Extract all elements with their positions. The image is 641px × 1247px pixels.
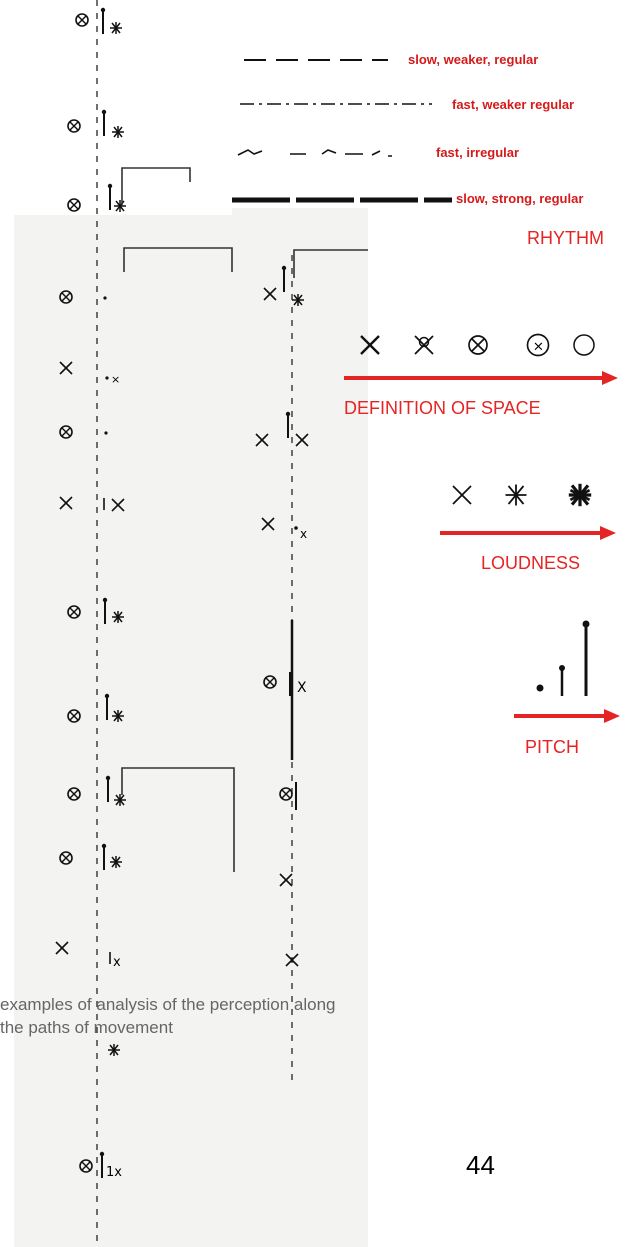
symbol-row [285, 953, 299, 967]
pitch-symbols [536, 620, 590, 696]
symbol-row [67, 596, 125, 625]
symbol-row: x [55, 941, 121, 970]
symbol-row [59, 496, 125, 512]
symbol-row [67, 692, 125, 723]
symbol-row [279, 782, 297, 810]
rhythm-label-slow-weaker: slow, weaker, regular [408, 52, 539, 67]
symbol-row [75, 6, 123, 36]
bracket [121, 167, 191, 206]
bracket [123, 247, 233, 272]
space-title: DEFINITION OF SPACE [344, 398, 541, 418]
caption-line-1: examples of analysis of the perception a… [0, 995, 336, 1014]
symbol-row: x [261, 517, 307, 541]
symbol-row [279, 873, 293, 887]
rhythm-label-fast-irregular: fast, irregular [436, 145, 520, 160]
rhythm-label-fast-weaker: fast, weaker regular [452, 97, 575, 112]
symbol-row [59, 842, 123, 871]
scanned-sheet-top [0, 0, 232, 215]
svg-text:x: x [113, 955, 121, 970]
symbol-row [263, 264, 305, 307]
bracket [293, 249, 368, 278]
symbol-row [255, 410, 309, 447]
page-number: 44 [466, 1150, 495, 1180]
svg-text:×: × [111, 373, 120, 386]
symbol-row: X [263, 672, 307, 696]
bracket [121, 767, 235, 872]
loudness-symbols [452, 483, 592, 507]
symbol-row [59, 425, 108, 439]
space-symbols: × [359, 333, 595, 357]
symbol-row: × [59, 361, 120, 386]
svg-text:X: X [297, 680, 307, 696]
symbol-row [59, 290, 107, 304]
svg-text:x: x [300, 527, 307, 541]
symbol-row [107, 1043, 121, 1057]
pitch-title: PITCH [525, 737, 579, 757]
rhythm-title: RHYTHM [527, 228, 604, 248]
caption-line-2: the paths of movement [0, 1018, 173, 1037]
loudness-title: LOUDNESS [481, 553, 581, 573]
scanned-sheet [14, 208, 368, 1247]
rhythm-label-slow-strong: slow, strong, regular [456, 191, 584, 206]
rhythm-line-fast-irregular [237, 149, 392, 157]
svg-text:1x: 1x [106, 1165, 122, 1180]
symbol-row [67, 108, 125, 139]
symbol-row: 1x [79, 1150, 122, 1180]
svg-text:×: × [533, 338, 544, 354]
